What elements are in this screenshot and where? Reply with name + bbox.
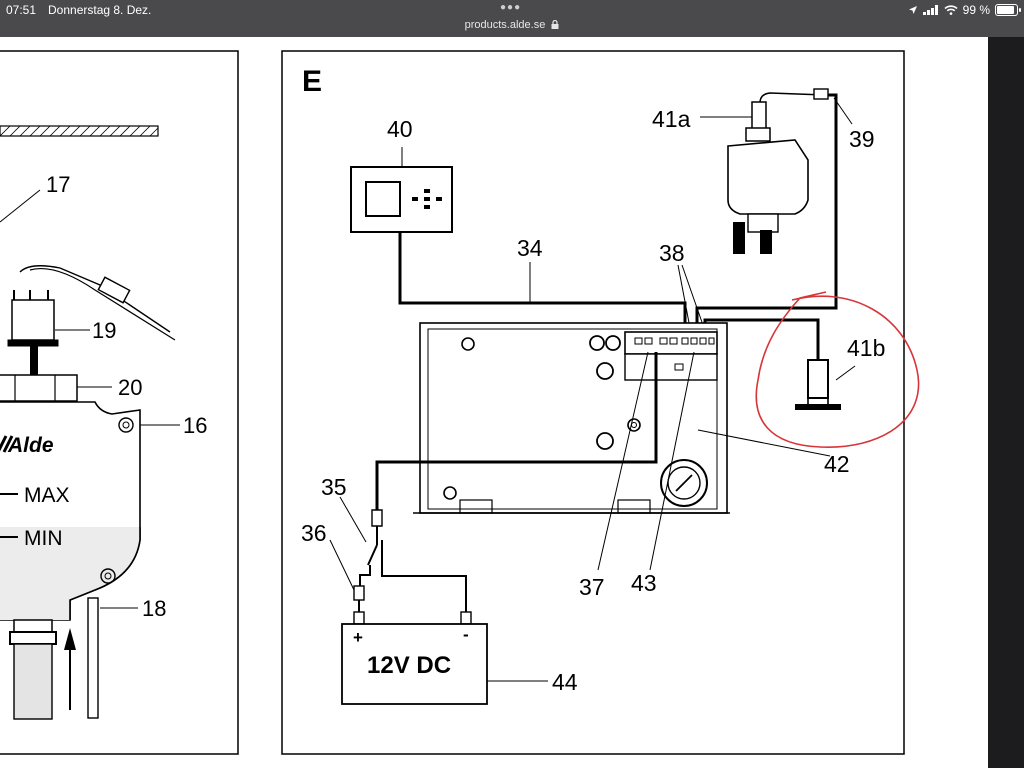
clock: 07:51 [6, 3, 37, 17]
label-34: 34 [517, 235, 543, 261]
alde-logo-mark [0, 435, 14, 453]
label-41b: 41b [847, 335, 885, 361]
status-bar: 07:51 Donnerstag 8. Dez. ●●● products.al… [0, 0, 1024, 37]
label-39: 39 [849, 126, 875, 152]
document-viewer[interactable]: 17 19 20 16 18 Alde MAX MIN [0, 37, 988, 768]
red-annotation-circle [755, 291, 920, 448]
brand-logo: Alde [7, 434, 54, 457]
wiring-diagram: 17 19 20 16 18 Alde MAX MIN [0, 50, 920, 755]
right-panel-labels: E 40 41a 39 34 38 41b 42 35 36 37 43 44 … [301, 65, 885, 695]
left-panel-labels: 17 19 20 16 18 Alde MAX MIN [7, 172, 207, 621]
battery-minus: - [463, 625, 469, 644]
min-mark: MIN [24, 527, 63, 550]
battery-plus: + [353, 628, 363, 647]
label-16: 16 [183, 413, 207, 438]
label-38: 38 [659, 240, 685, 266]
scroll-sidebar [988, 37, 1024, 768]
label-36: 36 [301, 520, 327, 546]
label-40: 40 [387, 116, 413, 142]
label-19: 19 [92, 318, 116, 343]
label-17: 17 [46, 172, 70, 197]
label-37: 37 [579, 574, 605, 600]
label-18: 18 [142, 596, 166, 621]
max-mark: MAX [24, 484, 70, 507]
label-44: 44 [552, 669, 578, 695]
right-panel [281, 50, 905, 755]
lock-icon [551, 19, 559, 29]
battery-percent: 99 % [962, 3, 990, 17]
system-indicators: 99 % [908, 2, 1021, 18]
label-42: 42 [824, 451, 850, 477]
date: Donnerstag 8. Dez. [48, 3, 152, 17]
label-43: 43 [631, 570, 657, 596]
left-panel [0, 50, 239, 755]
more-dots-icon[interactable]: ●●● [500, 2, 522, 13]
wifi-icon [944, 5, 958, 15]
label-20: 20 [118, 375, 142, 400]
label-41a: 41a [652, 106, 691, 132]
signal-icon [922, 5, 938, 15]
label-35: 35 [321, 474, 347, 500]
panel-letter: E [302, 65, 322, 98]
battery-voltage-label: 12V DC [367, 652, 451, 679]
url-text[interactable]: products.alde.se [464, 19, 546, 31]
location-arrow-icon [908, 6, 917, 14]
battery-icon [995, 4, 1021, 16]
address-bar[interactable]: products.alde.se [0, 19, 1024, 31]
